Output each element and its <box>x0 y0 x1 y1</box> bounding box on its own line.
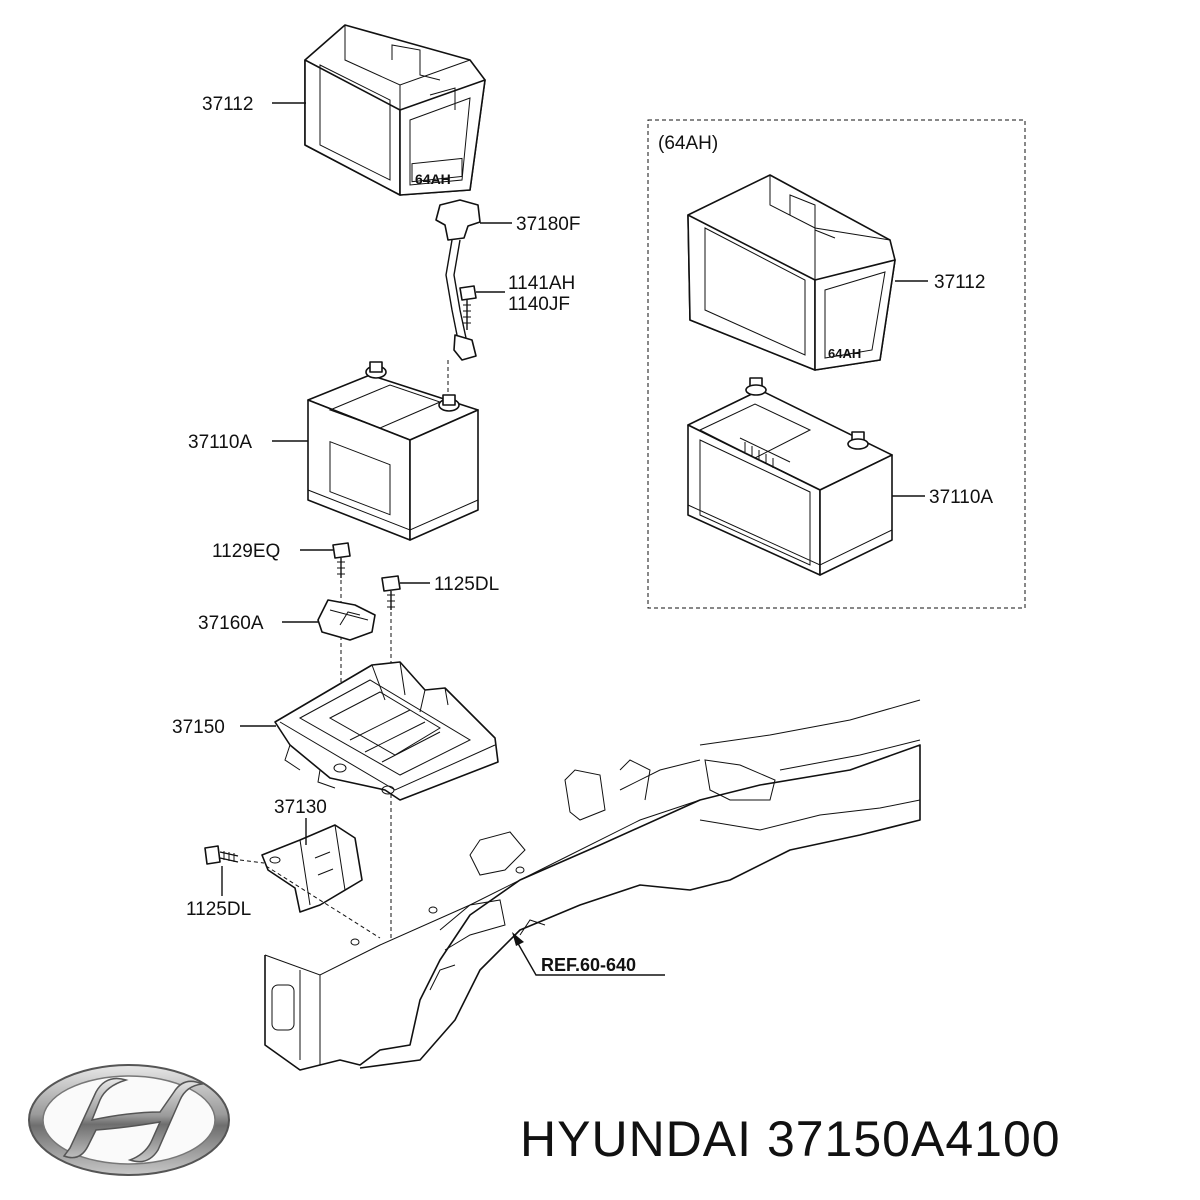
hyundai-logo <box>28 1064 230 1176</box>
callout-37150: 37150 <box>172 717 225 738</box>
inset-callout-37112: 37112 <box>934 272 985 293</box>
battery-main <box>307 361 479 541</box>
callout-37110a: 37110A <box>188 432 252 453</box>
callout-37130: 37130 <box>274 797 327 818</box>
chassis-rail <box>264 699 921 1071</box>
battery-cable <box>435 199 481 400</box>
brand-caption: HYUNDAI 37150A4100 <box>520 1110 1061 1168</box>
callout-37180f: 37180F <box>516 214 580 235</box>
callout-1140jf: 1140JF <box>508 294 570 315</box>
inset-title: (64AH) <box>658 133 718 154</box>
inset-battery <box>687 377 893 576</box>
callout-37112: 37112 <box>202 94 253 115</box>
callout-1141ah: 1141AH <box>508 273 575 294</box>
bracket-37130 <box>261 824 363 913</box>
callout-37160a: 37160A <box>198 613 264 634</box>
battery-box-top: 64AH <box>304 24 486 196</box>
brand-part-number: 37150A4100 <box>766 1111 1061 1167</box>
clamp-37160a <box>317 599 376 641</box>
inset-battery-box: 64AH <box>687 174 896 371</box>
bolt-1141ah <box>459 285 477 330</box>
callout-1125dl-top: 1125DL <box>434 574 499 595</box>
battery-tray <box>274 661 499 801</box>
inset-callout-37110a: 37110A <box>929 487 993 508</box>
brand-name: HYUNDAI <box>520 1111 753 1167</box>
inset-box-marking: 64AH <box>828 346 861 361</box>
callout-1129eq: 1129EQ <box>212 541 280 562</box>
callout-1125dl-bottom: 1125DL <box>186 899 251 920</box>
inset-frame <box>647 119 1026 609</box>
box-marking: 64AH <box>415 171 451 187</box>
bolt-1125dl-bottom <box>204 845 381 939</box>
callout-ref: REF.60-640 <box>541 955 636 975</box>
